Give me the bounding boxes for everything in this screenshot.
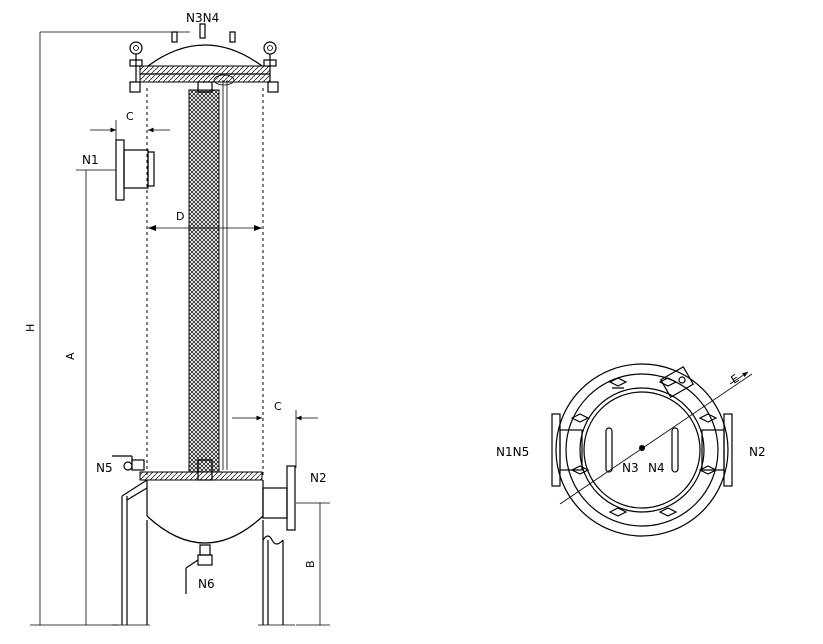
plan-nozzle-right [701,413,733,487]
plan-label-n4: N4 [648,461,665,475]
dimension-b [296,502,330,626]
label-b: B [304,560,317,568]
elevation-view: N3N4 C N1 D H A C N5 N2 B N6 [24,11,330,626]
nozzle-n2 [262,465,296,531]
label-n3n4: N3N4 [186,11,219,25]
dimension-h [30,31,190,626]
label-h: H [24,324,37,332]
dimension-c-upper [90,120,170,140]
label-c-lower: C [274,400,282,413]
lifting-eye-right [263,41,277,82]
plan-label-n3: N3 [622,461,639,475]
dimension-d [148,225,262,231]
label-n6: N6 [198,577,215,591]
bottom-head [146,515,264,544]
nozzle-n1 [115,139,155,201]
lifting-eye-left [129,41,143,82]
top-head [147,44,263,67]
plan-view: N1N5 N2 N3 N4 E [496,363,766,537]
plan-label-e: E [729,372,742,387]
dimension-e [559,371,753,505]
filter-cartridge [188,89,220,473]
outer-flange-ring [555,363,729,537]
valve-n5 [112,455,145,471]
clamp-bolts [570,377,718,517]
tube-sheet [139,471,263,481]
label-c-upper: C [126,110,134,123]
nameplate [659,366,695,398]
label-n2: N2 [310,471,327,485]
dimension-c-lower [232,410,318,468]
valve-n6 [185,544,213,594]
label-n1: N1 [82,153,99,167]
plan-label-n2: N2 [749,445,766,459]
label-d: D [176,210,184,223]
inner-shell-ring [579,387,705,513]
support-legs [112,479,295,626]
label-a: A [64,352,77,360]
label-n5: N5 [96,461,113,475]
dimension-a [76,169,116,625]
plan-label-n1n5: N1N5 [496,445,529,459]
